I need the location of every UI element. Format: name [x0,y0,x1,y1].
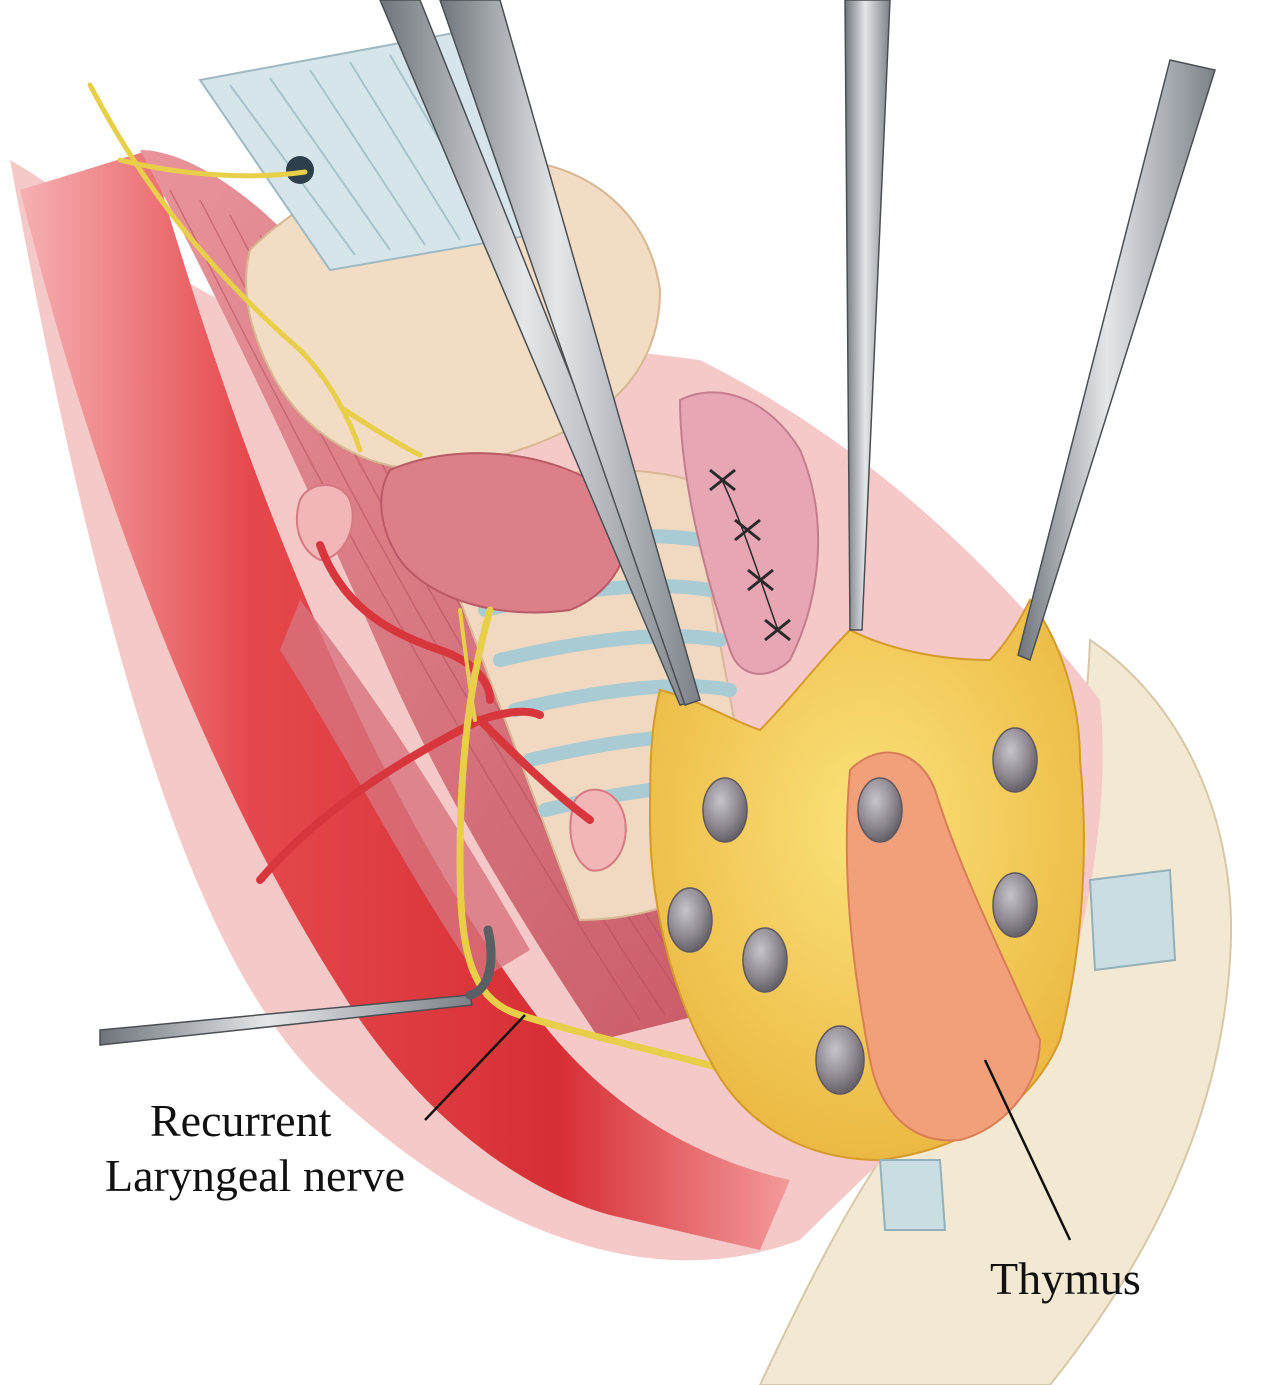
nerve-hook-icon [99,925,496,1046]
parathyroid-upper [295,484,354,562]
thymus-lobe [845,751,1042,1142]
tendon-hole [286,156,314,184]
thymus-leader-line [983,1059,1072,1241]
lower-trachea-stump [878,1159,947,1231]
lymph-nodes [667,727,1038,1095]
superior-laryngeal-nerve [87,82,423,458]
inferior-thyroid-artery [256,541,594,884]
nerve-label-line2: Laryngeal nerve [105,1150,406,1201]
hemostat-icon [379,0,702,706]
hemostat-icon [1017,59,1216,662]
thymus-label: Thymus [990,1253,1141,1304]
retractor-right [1088,868,1177,972]
nerve-branch [458,608,477,722]
lateral-muscle [280,600,530,980]
nerve-label-line1: Recurrent [150,1095,332,1146]
sutures [709,468,791,642]
thymus [648,598,1085,1162]
carotid-artery [20,150,790,1250]
hemostat-icon [844,0,891,631]
cricothyroid-muscle [380,452,629,614]
nerve-leader-line [424,1014,526,1121]
parathyroid-lower [569,788,627,872]
